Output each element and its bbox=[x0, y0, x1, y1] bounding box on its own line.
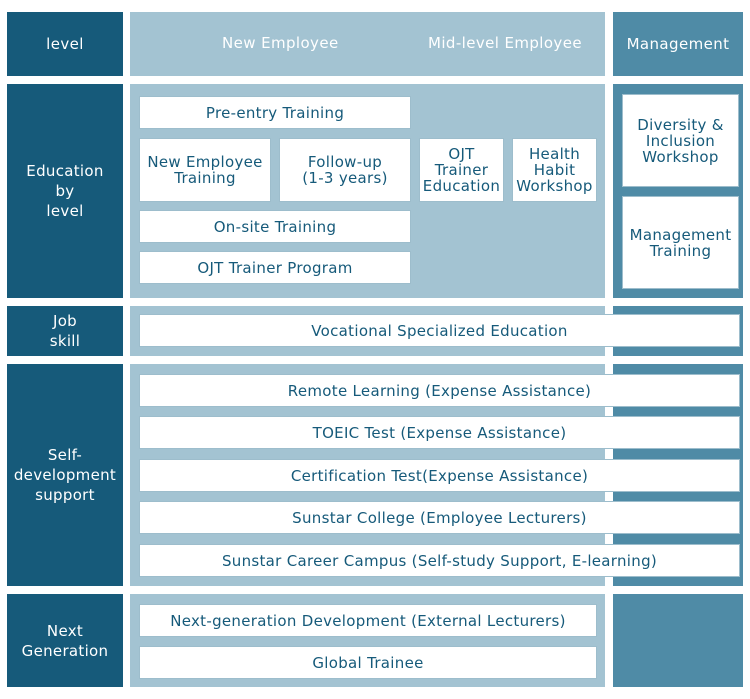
next-generation-development-label: Next-generation Development (External Le… bbox=[170, 611, 566, 630]
self-development-label: Self- development support bbox=[13, 446, 117, 504]
next-generation-development-box: Next-generation Development (External Le… bbox=[139, 604, 597, 637]
toeic-test-label: TOEIC Test (Expense Assistance) bbox=[312, 423, 567, 442]
global-trainee-box: Global Trainee bbox=[139, 646, 597, 679]
global-trainee-label: Global Trainee bbox=[312, 653, 424, 672]
health-habit-workshop-box: Health Habit Workshop bbox=[512, 138, 597, 202]
next-generation-label: Next Generation bbox=[21, 621, 109, 660]
sunstar-career-campus-label: Sunstar Career Campus (Self-study Suppor… bbox=[221, 551, 658, 570]
certification-test-label: Certification Test(Expense Assistance) bbox=[290, 466, 589, 485]
pre-entry-training-box: Pre-entry Training bbox=[139, 96, 411, 129]
header-employee-band bbox=[130, 12, 605, 76]
header-level-label: level bbox=[46, 35, 84, 53]
header-new-employee: New Employee bbox=[222, 34, 339, 52]
header-management: Management bbox=[613, 12, 743, 76]
follow-up-training-box: Follow-up (1-3 years) bbox=[279, 138, 411, 202]
header-mid-level-employee: Mid-level Employee bbox=[428, 34, 582, 52]
certification-test-box: Certification Test(Expense Assistance) bbox=[139, 459, 740, 492]
toeic-test-box: TOEIC Test (Expense Assistance) bbox=[139, 416, 740, 449]
on-site-training-label: On-site Training bbox=[213, 217, 337, 236]
ojt-trainer-program-box: OJT Trainer Program bbox=[139, 251, 411, 284]
header-level: level bbox=[7, 12, 123, 76]
row-label-next-generation: Next Generation bbox=[7, 594, 123, 687]
management-training-label: Management Training bbox=[629, 225, 732, 260]
health-habit-workshop-label: Health Habit Workshop bbox=[516, 145, 593, 195]
new-employee-training-box: New Employee Training bbox=[139, 138, 271, 202]
row-label-job-skill: Job skill bbox=[7, 306, 123, 356]
job-skill-label: Job skill bbox=[49, 312, 81, 350]
sunstar-career-campus-box: Sunstar Career Campus (Self-study Suppor… bbox=[139, 544, 740, 577]
education-by-level-label: Education by level bbox=[26, 162, 104, 220]
sunstar-college-label: Sunstar College (Employee Lecturers) bbox=[292, 508, 587, 527]
ojt-trainer-education-label: OJT Trainer Education bbox=[422, 145, 501, 195]
ojt-trainer-program-label: OJT Trainer Program bbox=[197, 258, 353, 277]
ojt-trainer-education-box: OJT Trainer Education bbox=[419, 138, 504, 202]
diversity-inclusion-workshop-label: Diversity & Inclusion Workshop bbox=[637, 115, 724, 166]
row-label-self-development: Self- development support bbox=[7, 364, 123, 586]
diversity-inclusion-workshop-box: Diversity & Inclusion Workshop bbox=[622, 94, 739, 187]
pre-entry-training-label: Pre-entry Training bbox=[205, 103, 345, 122]
vocational-education-label: Vocational Specialized Education bbox=[311, 321, 568, 340]
management-training-box: Management Training bbox=[622, 196, 739, 289]
on-site-training-box: On-site Training bbox=[139, 210, 411, 243]
new-employee-training-label: New Employee Training bbox=[147, 153, 263, 187]
row-label-education-by-level: Education by level bbox=[7, 84, 123, 298]
header-management-label: Management bbox=[626, 35, 730, 53]
follow-up-training-label: Follow-up (1-3 years) bbox=[302, 153, 388, 187]
vocational-education-box: Vocational Specialized Education bbox=[139, 314, 740, 347]
remote-learning-label: Remote Learning (Expense Assistance) bbox=[287, 381, 592, 400]
remote-learning-box: Remote Learning (Expense Assistance) bbox=[139, 374, 740, 407]
sunstar-college-box: Sunstar College (Employee Lecturers) bbox=[139, 501, 740, 534]
next-generation-management-band bbox=[613, 594, 743, 687]
